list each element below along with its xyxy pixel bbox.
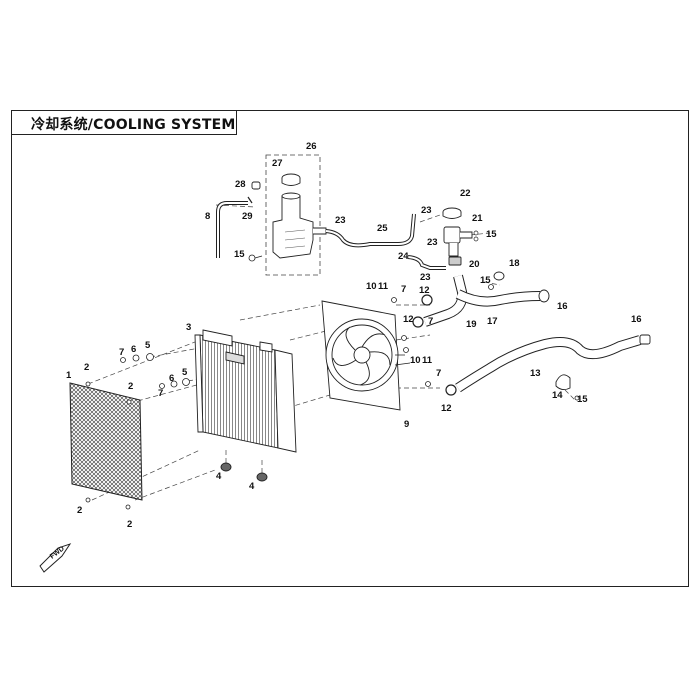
diagram-title: 冷却系统/COOLING SYSTEM — [31, 117, 236, 133]
callout-c10a: 10 — [366, 281, 377, 292]
callout-c7c: 7 — [401, 284, 406, 295]
coolant-reservoir — [272, 192, 327, 259]
callout-c12a: 12 — [419, 285, 430, 296]
callout-c20: 20 — [469, 259, 480, 270]
callout-c29: 29 — [242, 211, 253, 222]
reservoir-kit-boundary — [265, 154, 321, 276]
radiator-cap — [442, 207, 462, 219]
title-box — [11, 110, 237, 135]
callout-c12c: 12 — [441, 403, 452, 414]
callout-c16b: 16 — [631, 314, 642, 325]
hose-connector-16b — [639, 334, 651, 345]
callout-c7b: 7 — [158, 388, 163, 399]
reservoir-cap — [281, 173, 301, 186]
callout-c3: 3 — [186, 322, 191, 333]
hose-connector-16a — [538, 289, 550, 303]
callout-c2a: 2 — [84, 362, 89, 373]
fan-wiring — [394, 354, 411, 366]
hose-clamp-20 — [448, 256, 462, 266]
callout-c2b: 2 — [128, 381, 133, 392]
callout-c18: 18 — [509, 258, 520, 269]
bolts-15b — [473, 230, 479, 242]
callout-c7d: 7 — [428, 316, 433, 327]
callout-c15b: 15 — [486, 229, 497, 240]
bolt-15c — [488, 284, 494, 290]
callout-c7e: 7 — [436, 368, 441, 379]
callout-c6b: 6 — [169, 373, 174, 384]
callout-c21: 21 — [472, 213, 483, 224]
callout-c15d: 15 — [577, 394, 588, 405]
fan-assembly — [321, 300, 401, 411]
callout-c14: 14 — [552, 390, 563, 401]
callout-labels: 1222234455667777789101011111212121314151… — [66, 141, 642, 530]
callout-c23a: 23 — [335, 215, 346, 226]
callout-c19: 19 — [466, 319, 477, 330]
callout-c10b: 10 — [410, 355, 421, 366]
callout-c23c: 23 — [427, 237, 438, 248]
hose-clip-28 — [251, 181, 261, 190]
callout-c7a: 7 — [119, 347, 124, 358]
callout-c6a: 6 — [131, 344, 136, 355]
callout-c24: 24 — [398, 251, 409, 262]
callout-c28: 28 — [235, 179, 246, 190]
callout-c2d: 2 — [127, 519, 132, 530]
callout-c4b: 4 — [249, 481, 255, 492]
callout-c23b: 23 — [421, 205, 432, 216]
filler-neck — [443, 226, 473, 257]
callout-c23d: 23 — [420, 272, 431, 283]
fasteners — [85, 297, 580, 510]
callout-c17: 17 — [487, 316, 498, 327]
clip-29 — [247, 196, 253, 204]
radiator-mounts — [220, 462, 268, 482]
callout-c25: 25 — [377, 223, 388, 234]
callout-c22: 22 — [460, 188, 471, 199]
callout-c16a: 16 — [557, 301, 568, 312]
callout-c5a: 5 — [145, 340, 151, 351]
callout-c4a: 4 — [216, 471, 222, 482]
callout-c9: 9 — [404, 419, 409, 430]
callout-c15c: 15 — [480, 275, 491, 286]
radiator-screen — [69, 382, 143, 501]
callout-c13: 13 — [530, 368, 541, 379]
callout-c11a: 11 — [378, 281, 389, 292]
callout-c5b: 5 — [182, 367, 188, 378]
callout-c1: 1 — [66, 370, 72, 381]
callout-c26: 26 — [306, 141, 317, 152]
callout-c11b: 11 — [422, 355, 433, 366]
callout-c15a: 15 — [234, 249, 245, 260]
callout-c8: 8 — [205, 211, 210, 222]
bolt-15a — [248, 254, 263, 262]
hose-clamps-12 — [412, 294, 457, 396]
callout-c27: 27 — [272, 158, 283, 169]
diagram-frame — [11, 110, 689, 587]
fwd-arrow: FWD — [39, 543, 72, 573]
callout-c12b: 12 — [403, 314, 414, 325]
clip-18 — [493, 271, 505, 281]
callout-c2c: 2 — [77, 505, 82, 516]
hose-clamp-14 — [555, 374, 571, 391]
radiator — [194, 329, 297, 453]
